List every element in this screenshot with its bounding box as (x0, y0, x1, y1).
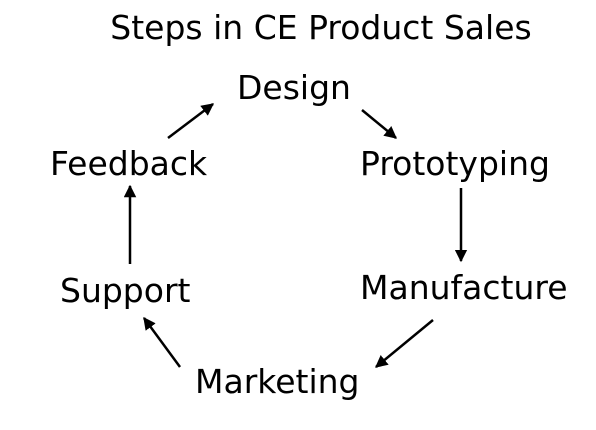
arrow-feedback-to-design (167, 103, 214, 139)
arrow-design-to-prototyping (361, 109, 397, 139)
arrow-marketing-to-support (142, 316, 182, 368)
diagram-title: Steps in CE Product Sales (110, 8, 532, 47)
step-feedback: Feedback (50, 144, 208, 183)
step-marketing: Marketing (195, 362, 360, 401)
arrow-manufacture-to-marketing (375, 319, 434, 368)
step-prototyping: Prototyping (360, 144, 550, 183)
step-manufacture: Manufacture (360, 268, 568, 307)
step-design: Design (237, 68, 351, 107)
step-support: Support (60, 271, 191, 310)
